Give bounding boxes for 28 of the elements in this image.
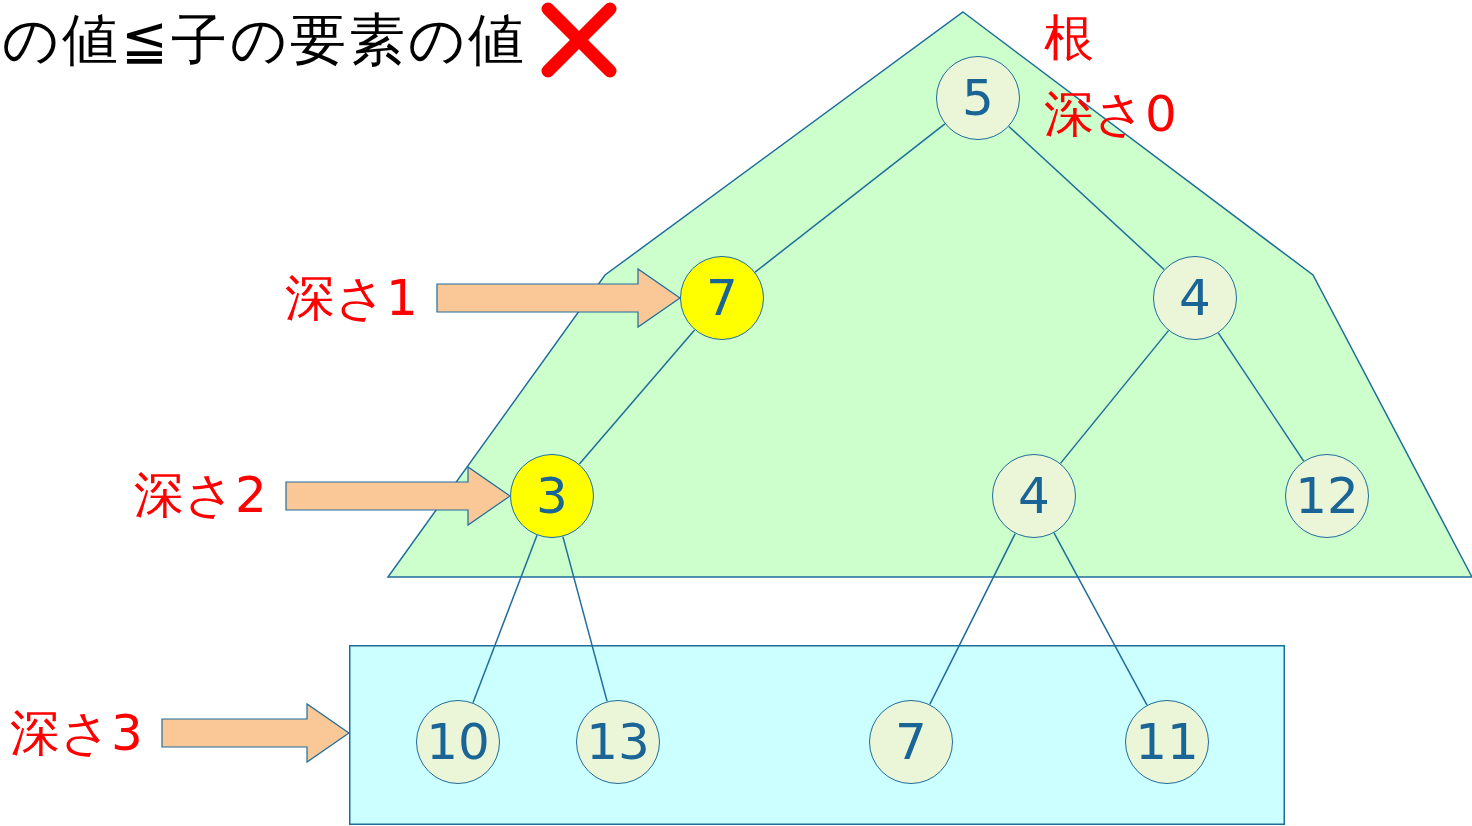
tree-edge [578, 329, 696, 465]
block-arrow [285, 465, 512, 527]
tree-edge [472, 534, 538, 704]
node-value: 7 [706, 273, 738, 323]
tree-edge [1008, 125, 1165, 271]
node-value: 11 [1135, 717, 1199, 767]
node-value: 4 [1018, 471, 1050, 521]
node-value: 5 [962, 73, 994, 123]
block-arrow [161, 702, 351, 764]
node-caption: 根 [1044, 13, 1094, 63]
node-value: 13 [586, 717, 650, 767]
title: の値≦子の要素の値 [2, 9, 527, 71]
node-value: 7 [895, 717, 927, 767]
tree-edge [1059, 329, 1170, 465]
block-arrow [436, 267, 682, 329]
tree-edge [562, 535, 608, 703]
node-value: 4 [1179, 273, 1211, 323]
node-value: 10 [426, 717, 490, 767]
tree-edge [1217, 332, 1305, 462]
node-value: 12 [1295, 471, 1359, 521]
node-value: 3 [536, 471, 568, 521]
depth-label: 深さ1 [285, 273, 418, 323]
depth-label: 深さ3 [10, 708, 143, 758]
tree-edge [1053, 532, 1148, 706]
node-caption: 深さ0 [1044, 89, 1177, 139]
tree-edge [754, 123, 946, 273]
depth-label: 深さ2 [134, 470, 267, 520]
tree-edge [929, 532, 1016, 706]
